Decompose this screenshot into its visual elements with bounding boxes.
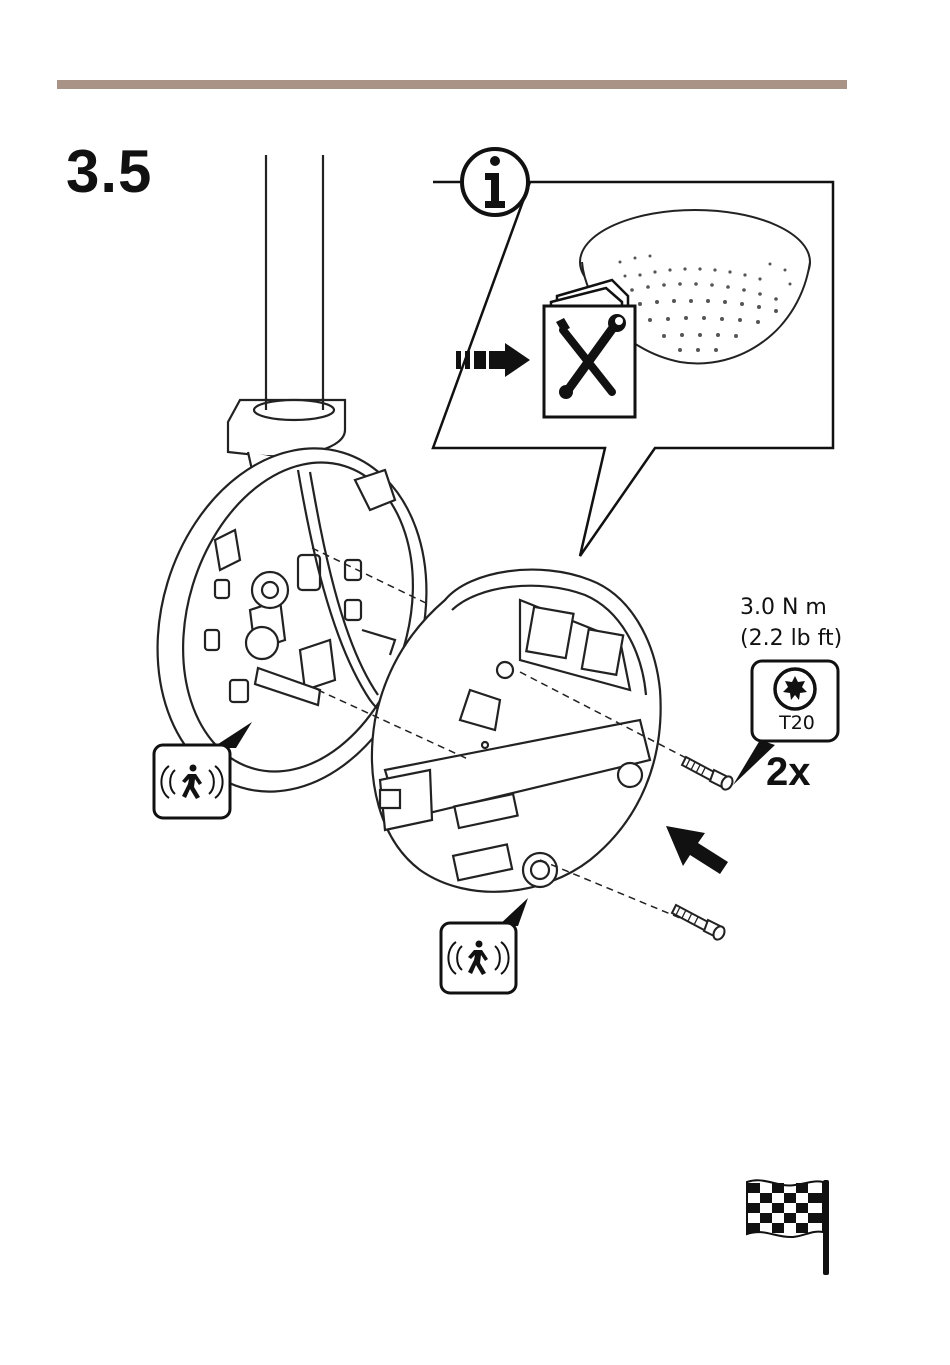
info-icon: [462, 149, 528, 215]
screw-upper: [682, 757, 735, 792]
screw-quantity: 2x: [766, 752, 811, 792]
manual-tools-icon: [544, 280, 635, 417]
motion-sensor-icon: [441, 898, 528, 993]
screw-lower: [672, 905, 727, 942]
torx-bit-label: T20: [772, 714, 822, 733]
torque-spec: 3.0 N m (2.2 lb ft): [740, 592, 842, 654]
checkered-flag-icon: [747, 1180, 829, 1275]
torque-metric: 3.0 N m: [740, 592, 842, 623]
torque-imperial: (2.2 lb ft): [740, 623, 842, 654]
direction-arrow-icon: [666, 826, 728, 874]
mounting-pole: [228, 155, 345, 474]
